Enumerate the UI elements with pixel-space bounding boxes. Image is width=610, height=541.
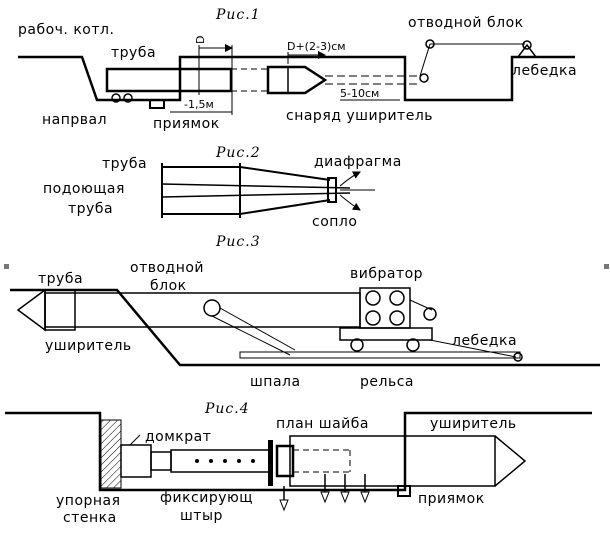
fig3-expander-tip <box>16 288 46 332</box>
fig3-winch <box>513 352 523 362</box>
fig4-pit <box>397 485 411 497</box>
fig1-dim-length: -1,5м <box>184 98 214 111</box>
figure-2: Рис.2 труба подоющая труба диафрагма соп… <box>43 145 402 230</box>
fig3-label-diverting-line2: блок <box>150 278 187 294</box>
figure-4: Рис.4 <box>5 401 592 526</box>
fig1-label-projectile: снаряд уширитель <box>286 108 433 124</box>
fig2-label-nozzle: сопло <box>312 214 357 230</box>
fig4-label-fix-pin2: штыр <box>180 508 223 524</box>
fig4-expander <box>494 435 527 487</box>
fig3-pipe <box>44 292 361 328</box>
fig1-label-winch: лебедка <box>512 63 577 79</box>
fig3-trolley <box>339 327 433 341</box>
fig1-label-pit: приямок <box>153 116 220 132</box>
fig4-caption: Рис.4 <box>204 401 250 417</box>
fig1-dim-d: D <box>194 36 207 44</box>
fig1-caption: Рис.1 <box>215 7 261 23</box>
fig1-pit <box>149 99 165 109</box>
fig2-label-feed-line2: труба <box>68 201 113 217</box>
fig2-caption: Рис.2 <box>215 145 261 161</box>
figure-1: Рис.1 D D+(2-3)см -1,5м <box>18 7 577 132</box>
fig1-dim-gap: 5-10см <box>340 87 379 100</box>
fig4-pipe <box>289 435 496 487</box>
fig4-label-stop-wall1: упорная <box>56 493 121 509</box>
fig4-stop-wall <box>100 419 122 489</box>
figure-3: Рис.3 труба отводной блок вибратор <box>4 234 609 390</box>
fig3-expander <box>44 289 76 331</box>
fig1-winch <box>522 40 532 50</box>
fig4-label-stop-wall2: стенка <box>63 510 117 526</box>
fig1-label-diverting-block: отводной блок <box>408 15 524 31</box>
fig4-label-jack: домкрат <box>145 429 211 445</box>
fig3-label-sleeper: шпала <box>250 374 301 390</box>
fig3-rail <box>239 351 521 359</box>
fig1-label-guide: напрвал <box>42 112 107 128</box>
fig2-diaphragm <box>327 177 337 203</box>
fig1-label-working-pit: рабоч. котл. <box>18 22 114 38</box>
fig1-pulley-top <box>425 39 435 49</box>
fig3-label-rail: рельса <box>360 374 414 390</box>
fig2-label-diaphragm: диафрагма <box>314 154 402 170</box>
fig1-expander <box>266 65 328 95</box>
fig4-jack-body <box>120 444 152 478</box>
fig3-label-diverting-line1: отводной <box>130 260 204 276</box>
fig3-label-expander: уширитель <box>45 338 132 354</box>
fig3-pulley <box>203 299 221 317</box>
fig1-guide-roller-2 <box>123 93 133 103</box>
fig1-label-pipe: труба <box>111 45 156 61</box>
fig2-label-pipe: труба <box>102 156 147 172</box>
fig1-guide-roller-1 <box>111 93 121 103</box>
fig1-ground-profile <box>18 55 575 102</box>
fig2-label-feed-line1: подоющая <box>43 181 125 197</box>
fig4-ground-profile <box>5 411 592 492</box>
fig3-label-vibrator: вибратор <box>350 266 423 282</box>
fig4-label-plate: план шайба <box>276 416 369 432</box>
fig4-label-expander: уширитель <box>430 416 517 432</box>
fig1-pipe <box>105 67 233 93</box>
fig3-label-winch: лебедка <box>452 333 517 349</box>
fig4-label-pit: приямок <box>418 491 485 507</box>
fig4-plate-washer <box>268 440 273 486</box>
fig4-jack-rod <box>170 449 271 473</box>
fig4-label-fix-pin1: фиксирующ <box>160 490 253 506</box>
fig4-fixing-pins <box>279 474 370 512</box>
fig1-dim-d-plus: D+(2-3)см <box>287 40 346 53</box>
fig3-label-pipe: труба <box>38 271 83 287</box>
fig1-pulley-bottom <box>419 73 429 83</box>
fig3-caption: Рис.3 <box>215 234 261 250</box>
